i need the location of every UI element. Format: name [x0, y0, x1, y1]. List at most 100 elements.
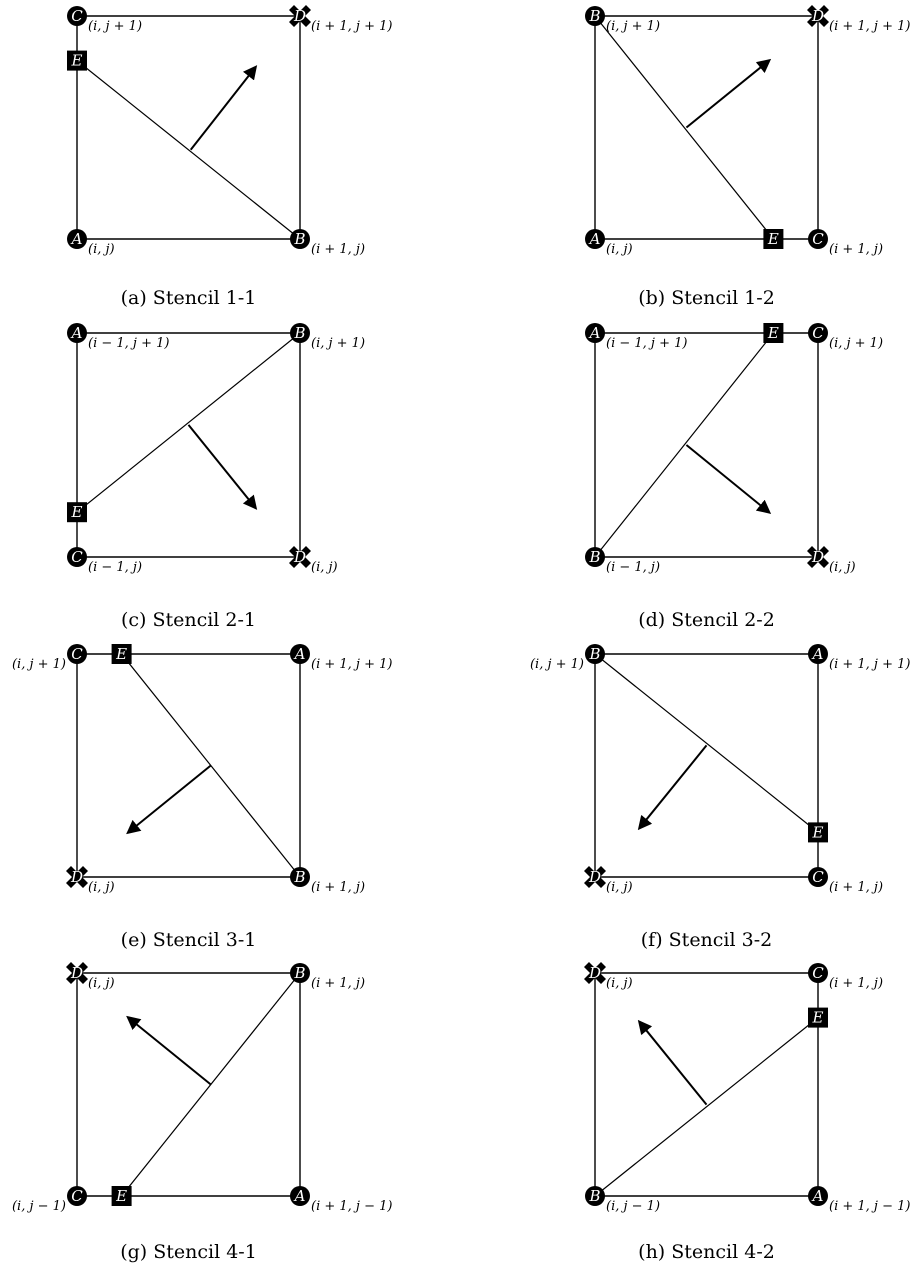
normal-arrow [189, 65, 258, 151]
node-a-circle: A(i + 1, j − 1) [808, 1186, 910, 1214]
node-coordinate-label: (i, j + 1) [88, 19, 142, 34]
normal-arrow [685, 444, 772, 514]
node-letter: B [588, 7, 600, 25]
stencil-panel: C(i, j + 1)A(i + 1, j + 1)D(i, j)B(i + 1… [12, 644, 392, 951]
node-coordinate-label: (i, j + 1) [311, 336, 365, 351]
panel-caption: (d) Stencil 2-2 [638, 609, 775, 631]
node-coordinate-label: (i, j + 1) [12, 657, 66, 672]
normal-arrow [685, 58, 772, 129]
interface-line [594, 1017, 819, 1197]
square-node-icon [111, 644, 132, 664]
circle-node-icon [290, 867, 310, 887]
node-letter: D [70, 868, 83, 886]
normal-arrow [126, 764, 212, 835]
node-letter: A [70, 324, 83, 342]
node-a-circle: A(i + 1, j + 1) [290, 644, 392, 672]
normal-arrow [126, 1015, 212, 1086]
node-letter: B [588, 548, 600, 566]
circle-node-icon [585, 229, 605, 249]
node-e-square: E [67, 502, 87, 523]
node-letter: B [293, 964, 305, 982]
node-c-circle: C(i + 1, j) [808, 867, 883, 895]
circle-node-icon [290, 963, 310, 983]
node-letter: C [812, 868, 824, 886]
node-coordinate-label: (i + 1, j − 1) [311, 1199, 392, 1214]
square-node-icon [67, 50, 87, 71]
node-letter: D [293, 548, 306, 566]
stencil-panel: A(i − 1, j + 1) C (i, j + 1) B (i − 1, j) D(i… [585, 323, 883, 631]
node-letter: C [71, 1187, 83, 1205]
node-b-circle: B(i + 1, j) [290, 963, 365, 991]
node-coordinate-label: (i, j) [829, 560, 856, 575]
circle-node-icon [585, 323, 605, 343]
cross-node-icon [584, 962, 606, 984]
panel-caption: (a) Stencil 1-1 [121, 287, 257, 309]
stencil-panel: A(i − 1, j + 1)B(i, j + 1)C(i − 1, j)D(i… [67, 323, 365, 631]
node-letter: D [70, 964, 83, 982]
node-coordinate-label: (i, j) [88, 976, 115, 991]
panel-caption: (b) Stencil 1-2 [638, 287, 775, 309]
node-a-circle: A(i − 1, j + 1) [67, 323, 169, 351]
node-coordinate-label: (i − 1, j) [606, 560, 660, 575]
cross-node-icon [66, 962, 88, 984]
node-coordinate-label: (i + 1, j) [829, 242, 883, 257]
node-d-cross: D(i, j) [584, 866, 633, 895]
node-a-circle: A(i + 1, j + 1) [808, 644, 910, 672]
node-letter: E [115, 645, 127, 663]
node-coordinate-label: (i + 1, j) [311, 880, 365, 895]
node-d-cross: D(i, j) [807, 546, 856, 575]
node-a-circle: A(i, j) [67, 229, 115, 257]
cross-node-icon [584, 866, 606, 888]
panel-caption: (g) Stencil 4-1 [120, 1241, 257, 1263]
circle-node-icon [290, 323, 310, 343]
node-letter: C [71, 7, 83, 25]
node-b-circle: B(i, j + 1) [585, 6, 660, 34]
node-coordinate-label: (i, j) [311, 560, 338, 575]
node-coordinate-label: (i − 1, j + 1) [606, 336, 687, 351]
panel-caption: (h) Stencil 4-2 [638, 1241, 775, 1263]
circle-node-icon [290, 229, 310, 249]
node-letter: C [812, 964, 824, 982]
node-letter: D [588, 964, 601, 982]
node-letter: B [588, 645, 600, 663]
normal-arrow [637, 744, 708, 831]
interface-line [594, 15, 774, 240]
node-letter: D [588, 868, 601, 886]
cross-node-icon [289, 5, 311, 27]
circle-node-icon [290, 644, 310, 664]
node-c-circle: C (i, j + 1) [808, 323, 883, 351]
panel-caption: (f) Stencil 3-2 [641, 929, 772, 951]
node-letter: E [71, 503, 83, 521]
node-b-circle: B(i + 1, j) [290, 229, 365, 257]
node-letter: A [588, 230, 601, 248]
node-e-square: E [111, 644, 132, 664]
node-c-circle: C(i + 1, j) [808, 963, 883, 991]
node-letter: C [812, 324, 824, 342]
node-d-cross: D (i, j) [289, 546, 338, 575]
normal-arrow [637, 1019, 708, 1106]
node-b-circle: B (i, j − 1) [585, 1186, 660, 1214]
node-letter: E [812, 823, 824, 841]
interface-line [594, 653, 819, 833]
node-coordinate-label: (i, j) [606, 976, 633, 991]
node-a-circle: A(i − 1, j + 1) [585, 323, 687, 351]
node-coordinate-label: (i, j) [88, 880, 115, 895]
square-node-icon [111, 1186, 132, 1206]
node-d-cross: D(i + 1, j + 1) [807, 5, 910, 34]
circle-node-icon [67, 6, 87, 26]
node-letter: C [812, 230, 824, 248]
node-a-circle: A(i + 1, j − 1) [290, 1186, 392, 1214]
node-letter: B [588, 1187, 600, 1205]
node-coordinate-label: (i + 1, j + 1) [311, 657, 392, 672]
circle-node-icon [585, 644, 605, 664]
node-letter: E [767, 324, 779, 342]
node-c-circle: C(i, j + 1) [12, 644, 87, 672]
node-a-circle: A(i, j) [585, 229, 633, 257]
stencil-panel: D(i, j)B(i + 1, j)C(i, j − 1)A(i + 1, j … [12, 962, 392, 1263]
node-coordinate-label: (i, j + 1) [829, 336, 883, 351]
node-letter: C [71, 548, 83, 566]
node-coordinate-label: (i, j − 1) [606, 1199, 660, 1214]
node-e-square: E [111, 1186, 132, 1206]
node-d-cross: D (i, j) [66, 962, 115, 991]
